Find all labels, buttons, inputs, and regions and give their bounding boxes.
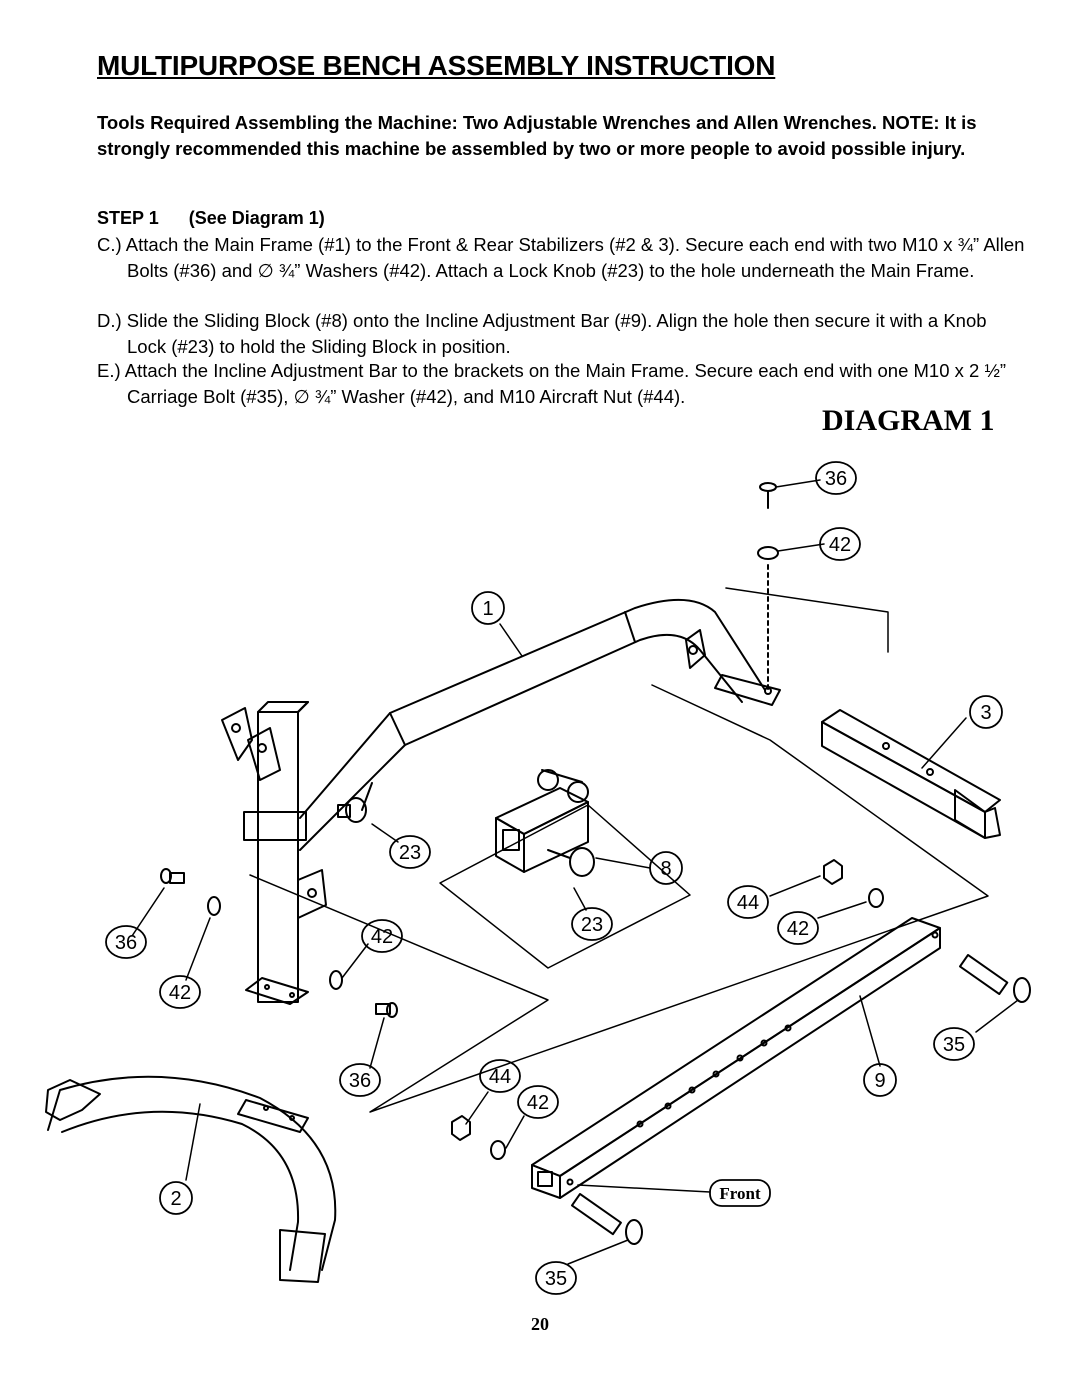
instruction-c: C.) Attach the Main Frame (#1) to the Fr… xyxy=(97,234,1025,281)
step-label: STEP 1 xyxy=(97,208,159,228)
callout-lock-knob-block: 23 xyxy=(571,907,613,941)
callout-nut-right-label: 44 xyxy=(737,892,759,914)
washer-top xyxy=(757,546,779,560)
callout-lock-knob-frame: 23 xyxy=(389,835,431,869)
callout-washer-top-label: 42 xyxy=(829,534,851,556)
rear-stabilizer xyxy=(821,709,1001,839)
callout-rear-stabilizer: 3 xyxy=(969,695,1003,729)
lock-knob-frame xyxy=(337,782,373,823)
callout-washer-bottom: 42 xyxy=(517,1085,559,1119)
front-stabilizer xyxy=(45,1075,337,1283)
main-frame xyxy=(299,599,781,851)
page-title: MULTIPURPOSE BENCH ASSEMBLY INSTRUCTION xyxy=(97,50,776,81)
callout-nut-bottom-label: 44 xyxy=(489,1066,511,1088)
callout-front-stabilizer-label: 2 xyxy=(170,1188,181,1210)
instruction-e: E.) Attach the Incline Adjustment Bar to… xyxy=(97,360,1007,407)
callout-main-frame: 1 xyxy=(471,591,505,625)
callout-lock-knob-block-label: 23 xyxy=(581,914,603,936)
callout-bolt-left: 36 xyxy=(105,925,147,959)
diagram-title: DIAGRAM 1 xyxy=(822,404,995,437)
callout-washer-mid-label: 42 xyxy=(371,926,393,948)
callout-bolt-mid-label: 36 xyxy=(349,1070,371,1092)
assembly-diagram: 1 2 3 8 9 23 23 36 xyxy=(45,461,1031,1295)
callout-washer-right-label: 42 xyxy=(787,918,809,940)
callout-rear-stabilizer-label: 3 xyxy=(980,702,991,724)
callout-nut-bottom: 44 xyxy=(479,1059,521,1093)
incline-adjustment-bar xyxy=(531,917,941,1199)
callout-washer-left: 42 xyxy=(159,975,201,1009)
callout-sliding-block-label: 8 xyxy=(660,858,671,880)
step-diagram-reference: (See Diagram 1) xyxy=(188,208,325,228)
sliding-block xyxy=(495,769,589,873)
callout-bolt-top-label: 36 xyxy=(825,468,847,490)
washer-bottom xyxy=(490,1140,506,1160)
front-tag: Front xyxy=(709,1179,771,1207)
callout-front-stabilizer: 2 xyxy=(159,1181,193,1215)
bolt-left xyxy=(160,868,185,884)
callout-bolt-left-label: 36 xyxy=(115,932,137,954)
callout-carriage-bolt-right-label: 35 xyxy=(943,1034,965,1056)
nut-right xyxy=(823,859,843,885)
callout-incline-bar-label: 9 xyxy=(874,1070,885,1092)
callout-washer-left-label: 42 xyxy=(169,982,191,1004)
callouts: 1 2 3 8 9 23 23 36 xyxy=(105,461,1003,1295)
bolt-top xyxy=(759,482,777,691)
callout-washer-mid: 42 xyxy=(361,919,403,953)
lock-knob-block xyxy=(547,847,595,877)
instruction-d: D.) Slide the Sliding Block (#8) onto th… xyxy=(97,310,987,357)
callout-lock-knob-frame-label: 23 xyxy=(399,842,421,864)
callout-bolt-top: 36 xyxy=(815,461,857,495)
hardware xyxy=(160,482,1031,1245)
nut-bottom xyxy=(451,1115,471,1141)
callout-sliding-block: 8 xyxy=(649,851,683,885)
washer-mid xyxy=(329,970,343,990)
front-tag-label: Front xyxy=(719,1184,761,1203)
carriage-bolt-right xyxy=(958,954,1031,1003)
leader-lines xyxy=(131,479,1019,1265)
callout-incline-bar: 9 xyxy=(863,1063,897,1097)
page-number: 20 xyxy=(531,1314,549,1334)
washer-left xyxy=(207,896,221,916)
washer-right xyxy=(868,888,884,908)
tools-required-note: Tools Required Assembling the Machine: T… xyxy=(97,112,977,159)
callout-nut-right: 44 xyxy=(727,885,769,919)
callout-carriage-bolt-bottom-label: 35 xyxy=(545,1268,567,1290)
callout-carriage-bolt-bottom: 35 xyxy=(535,1261,577,1295)
carriage-bolt-bottom xyxy=(570,1193,643,1245)
floor-planes xyxy=(249,587,989,1113)
callout-washer-bottom-label: 42 xyxy=(527,1092,549,1114)
bolt-mid xyxy=(375,1002,398,1018)
callout-bolt-mid: 36 xyxy=(339,1063,381,1097)
callout-washer-top: 42 xyxy=(819,527,861,561)
callout-main-frame-label: 1 xyxy=(482,598,493,620)
post xyxy=(221,701,327,1005)
callout-carriage-bolt-right: 35 xyxy=(933,1027,975,1061)
step-heading: STEP 1 (See Diagram 1) xyxy=(97,208,325,229)
callout-washer-right: 42 xyxy=(777,911,819,945)
